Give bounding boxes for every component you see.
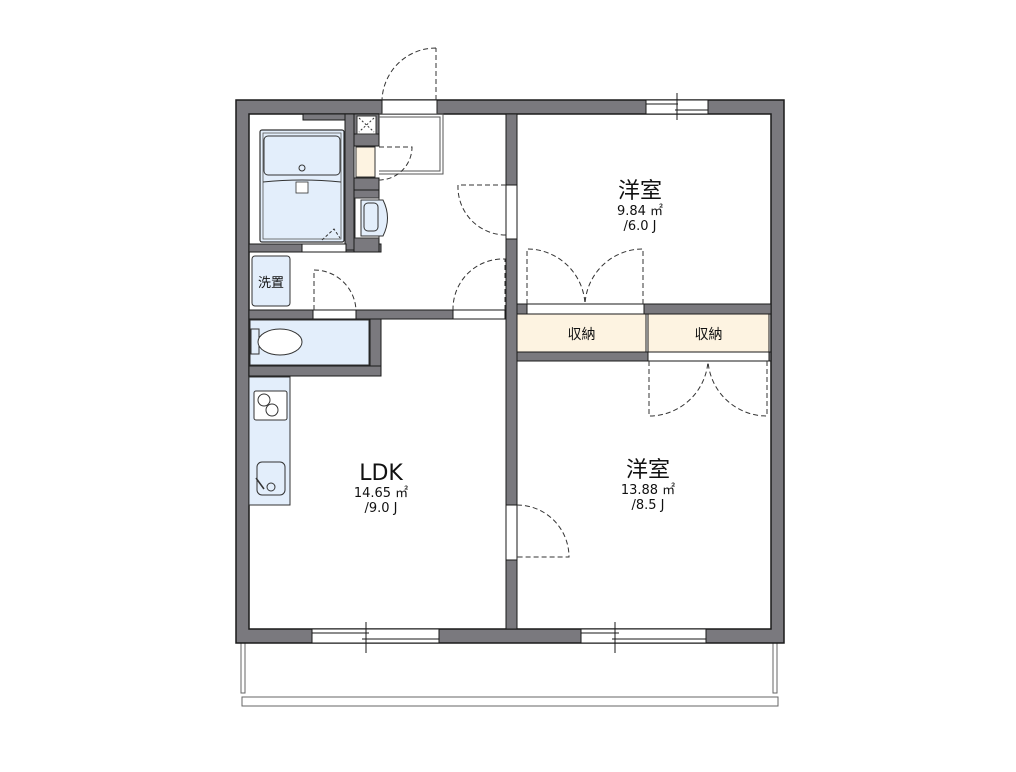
balcony [240,642,779,707]
room-tatami: /9.0 J [364,501,398,516]
storage-label-2: 収納 [694,327,723,343]
kitchen-counter [248,376,291,506]
room-name: 洋室 [617,179,662,204]
bathroom [259,129,345,243]
room-tatami: /8.5 J [631,498,665,513]
toilet [249,319,370,366]
room-bedroom-north: 洋室 9.84 ㎡ /6.0 J [590,179,690,235]
storage-2 [647,313,770,353]
room-name: LDK [359,461,403,486]
entry-step [379,113,444,175]
drain [356,115,377,135]
room-area: 14.65 ㎡ [353,486,409,501]
window-sashes [312,93,708,653]
laundry-label: 洗置 [257,276,284,291]
washbasin [354,197,388,239]
room-area: 13.88 ㎡ [620,483,676,498]
door-swings [313,47,768,558]
room-bedroom-south: 洋室 13.88 ㎡ /8.5 J [598,458,698,514]
storage-label-1: 収納 [567,327,596,343]
shoe-cabinet [355,146,376,178]
room-name: 洋室 [625,458,670,483]
storage-1 [516,313,647,353]
laundry-area [251,255,291,307]
room-tatami: /6.0 J [623,219,657,234]
room-area: 9.84 ㎡ [616,204,664,219]
room-ldk: LDK 14.65 ㎡ /9.0 J [331,461,431,517]
